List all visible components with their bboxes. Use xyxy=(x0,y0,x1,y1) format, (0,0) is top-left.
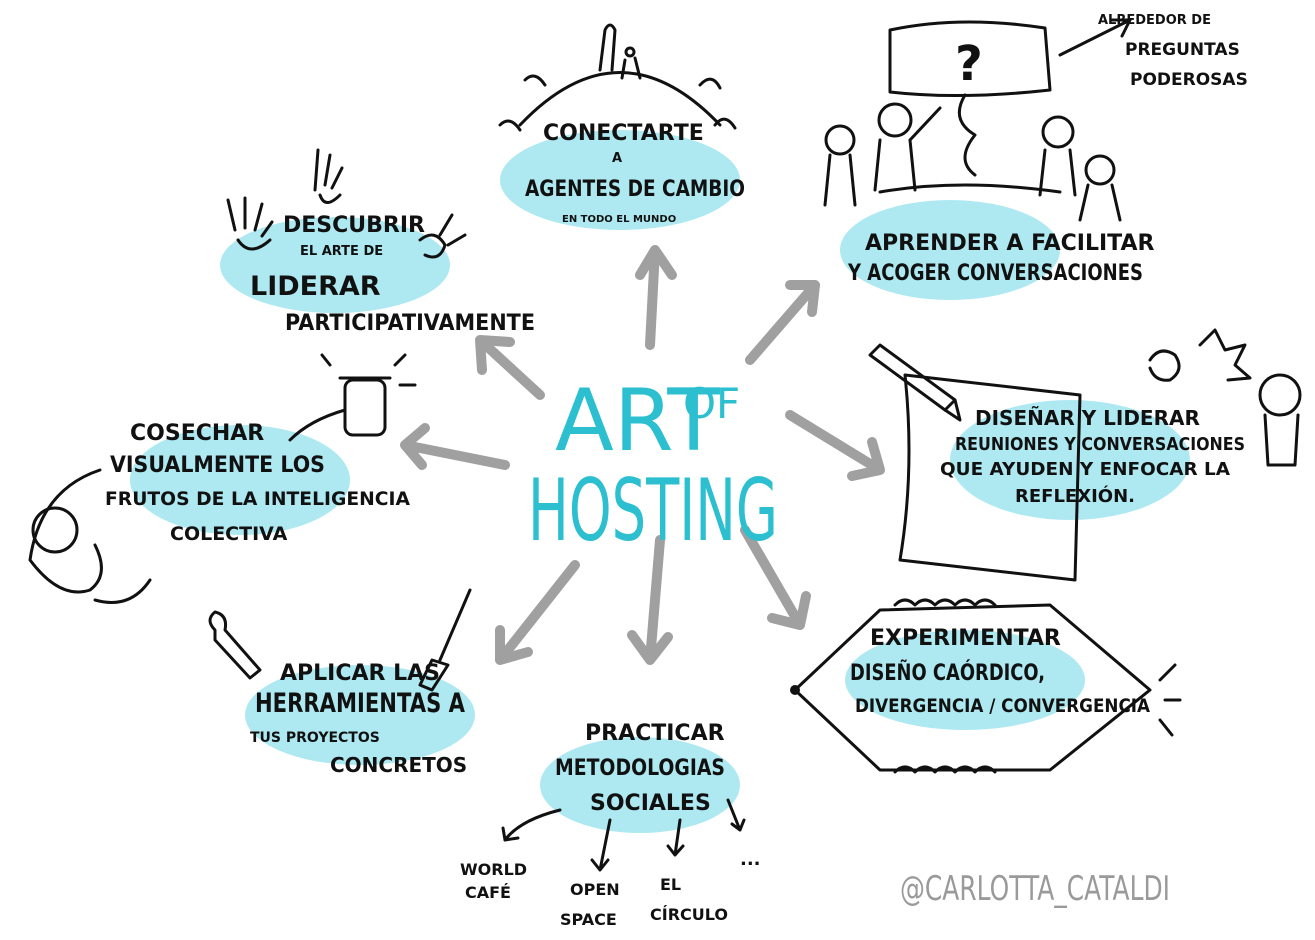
blob-practicar xyxy=(540,737,740,833)
pencil-icon xyxy=(868,343,962,422)
person-outline-icon xyxy=(28,468,152,604)
aplicar-l3: TUS PROYECTOS xyxy=(250,730,380,746)
aprender-l2: Y ACOGER CONVERSACIONES xyxy=(847,261,1143,286)
diamond-frame xyxy=(790,598,1182,774)
arrow-down-right xyxy=(740,525,811,630)
hand-icons xyxy=(226,148,467,259)
cosechar-l3: FRUTOS DE LA INTELIGENCIA xyxy=(105,488,410,510)
blob-conectarte xyxy=(500,130,740,230)
conectarte-l3: AGENTES DE CAMBIO xyxy=(525,177,745,202)
credit-signature: @CARLOTTA_CATALDI xyxy=(900,869,1170,909)
center-title-hosting: HOSTING xyxy=(528,461,778,561)
arrow-down xyxy=(627,535,673,665)
arrow-up-left xyxy=(475,335,545,400)
branch-descubrir: DESCUBRIR EL ARTE DE LIDERAR PARTICIPATI… xyxy=(250,213,535,336)
disenar-l2: REUNIONES Y CONVERSACIONES xyxy=(955,434,1245,455)
method-world-cafe-l1: WORLD xyxy=(460,860,527,879)
method-circulo-l1: EL xyxy=(660,875,681,894)
aplicar-l2: HERRAMIENTAS A xyxy=(255,688,465,719)
branch-conectarte: CONECTARTE A AGENTES DE CAMBIO EN TODO E… xyxy=(525,121,745,225)
conectarte-l4: EN TODO EL MUNDO xyxy=(562,214,676,225)
highlight-blobs xyxy=(130,130,1190,833)
people-icon xyxy=(823,102,1122,222)
arrow-left xyxy=(400,423,510,470)
disenar-l4: REFLEXIÓN. xyxy=(1015,485,1135,507)
experimentar-l3: DIVERGENCIA / CONVERGENCIA xyxy=(855,695,1150,717)
svg-text:?: ? xyxy=(955,36,983,92)
cosechar-l1: COSECHAR xyxy=(130,421,264,446)
descubrir-l3: LIDERAR xyxy=(250,271,381,302)
preguntas-l1: ALREDEDOR DE xyxy=(1098,13,1211,28)
descubrir-l2: EL ARTE DE xyxy=(300,244,383,259)
aplicar-l1: APLICAR LAS xyxy=(280,661,440,686)
experimentar-l1: EXPERIMENTAR xyxy=(870,626,1061,651)
globe-icon xyxy=(498,23,737,132)
experimentar-l2: DISEÑO CAÓRDICO, xyxy=(850,660,1045,686)
center-title-of: OF xyxy=(683,379,740,428)
method-circulo-l2: CÍRCULO xyxy=(650,905,728,924)
aplicar-l4: CONCRETOS xyxy=(330,753,467,777)
jar-icon xyxy=(288,353,417,442)
disenar-l1: DISEÑAR Y LIDERAR xyxy=(975,406,1200,430)
cosechar-l4: COLECTIVA xyxy=(170,523,288,545)
blob-aplicar xyxy=(245,665,475,765)
branch-disenar: DISEÑAR Y LIDERAR REUNIONES Y CONVERSACI… xyxy=(940,406,1245,507)
descubrir-l1: DESCUBRIR xyxy=(283,213,425,238)
question-bubble-icon: ? xyxy=(888,20,1052,177)
method-arrows xyxy=(501,798,746,872)
cosechar-l2: VISUALMENTE LOS xyxy=(110,453,325,478)
arrow-up-right xyxy=(745,280,820,365)
center-title-art: ART xyxy=(555,371,720,471)
branch-experimentar: EXPERIMENTAR DISEÑO CAÓRDICO, DIVERGENCI… xyxy=(850,626,1150,717)
conectarte-l1: CONECTARTE xyxy=(543,121,704,146)
branch-aprender: APRENDER A FACILITAR Y ACOGER CONVERSACI… xyxy=(847,231,1154,286)
disenar-l3: QUE AYUDEN Y ENFOCAR LA xyxy=(940,459,1230,480)
branch-practicar: PRACTICAR METODOLOGIAS SOCIALES xyxy=(555,721,725,816)
method-world-cafe-l2: CAFÉ xyxy=(465,883,511,902)
method-open-space-l1: OPEN xyxy=(570,880,620,899)
arrow-up xyxy=(635,245,677,350)
arrow-down-left xyxy=(495,560,580,665)
center-title: ART OF HOSTING xyxy=(528,371,778,561)
paper-icon xyxy=(898,328,1302,582)
branch-cosechar: COSECHAR VISUALMENTE LOS FRUTOS DE LA IN… xyxy=(105,421,410,545)
methods-list: WORLD CAFÉ OPEN SPACE EL CÍRCULO ... xyxy=(460,849,761,929)
practicar-l2: METODOLOGIAS xyxy=(555,756,725,781)
conectarte-l2: A xyxy=(612,151,622,166)
wrench-icon xyxy=(208,610,262,680)
arrow-right xyxy=(785,410,885,481)
descubrir-l4: PARTICIPATIVAMENTE xyxy=(285,311,535,336)
preguntas-l2: PREGUNTAS xyxy=(1125,40,1240,60)
preguntas-l3: PODEROSAS xyxy=(1130,70,1248,90)
blob-experimentar xyxy=(845,630,1085,730)
branch-preguntas: ALREDEDOR DE PREGUNTAS PODEROSAS xyxy=(1058,13,1248,90)
aprender-l1: APRENDER A FACILITAR xyxy=(865,231,1154,256)
blob-cosechar xyxy=(130,425,350,535)
branch-aplicar: APLICAR LAS HERRAMIENTAS A TUS PROYECTOS… xyxy=(250,661,467,777)
blob-disenar xyxy=(950,400,1190,520)
method-more: ... xyxy=(740,849,761,870)
arrows xyxy=(400,245,885,665)
practicar-l3: SOCIALES xyxy=(590,791,711,816)
blob-aprender xyxy=(840,200,1060,300)
method-open-space-l2: SPACE xyxy=(560,910,617,929)
practicar-l1: PRACTICAR xyxy=(585,721,725,746)
blob-descubrir xyxy=(220,217,450,313)
screwdriver-icon xyxy=(418,588,472,692)
